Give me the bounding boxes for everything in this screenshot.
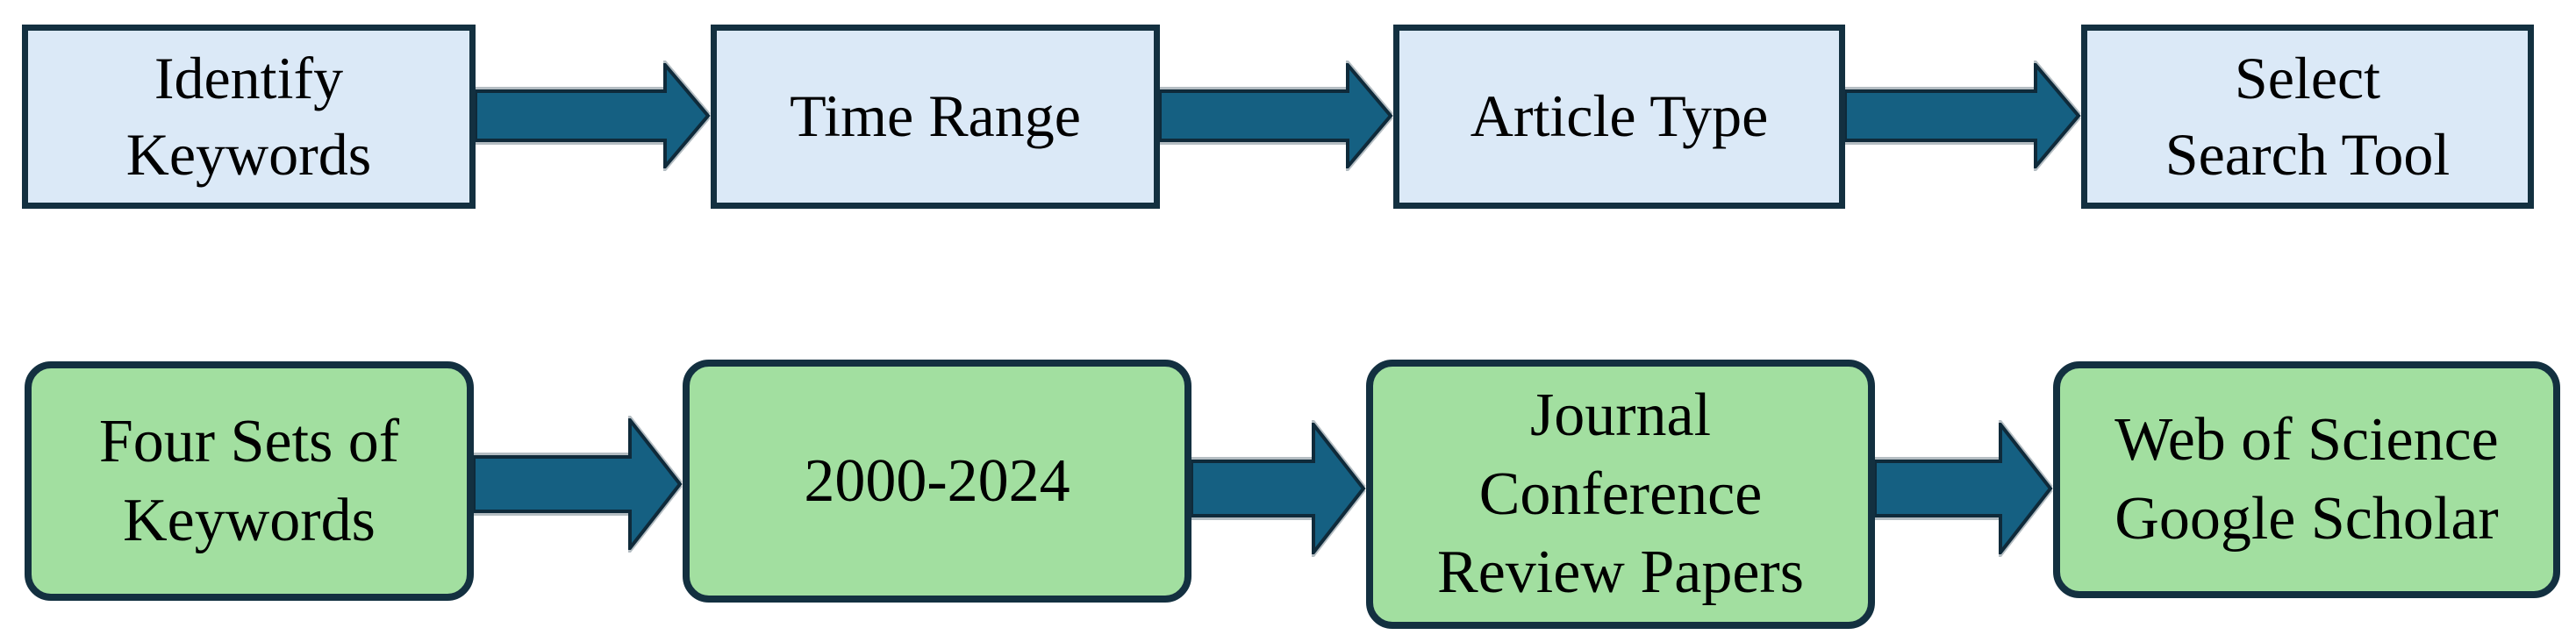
detail-time-range-2000-2024: 2000-2024 [683,360,1191,603]
step-time-range: Time Range [711,25,1160,209]
arrow-right-icon [1845,63,2081,168]
step-article-type: Article Type [1393,25,1845,209]
detail-article-types: Journal Conference Review Papers [1366,360,1875,629]
detail-four-sets-of-keywords: Four Sets of Keywords [25,361,474,601]
detail-search-tools: Web of Science Google Scholar [2053,361,2560,598]
arrow-right-icon [476,63,711,168]
arrow-right-icon [1875,423,2053,554]
arrow-right-icon [1191,423,1366,554]
step-select-search-tool: Select Search Tool [2081,25,2534,209]
arrow-right-icon [474,418,683,550]
arrow-right-icon [1160,63,1393,168]
step-identify-keywords: Identify Keywords [22,25,476,209]
